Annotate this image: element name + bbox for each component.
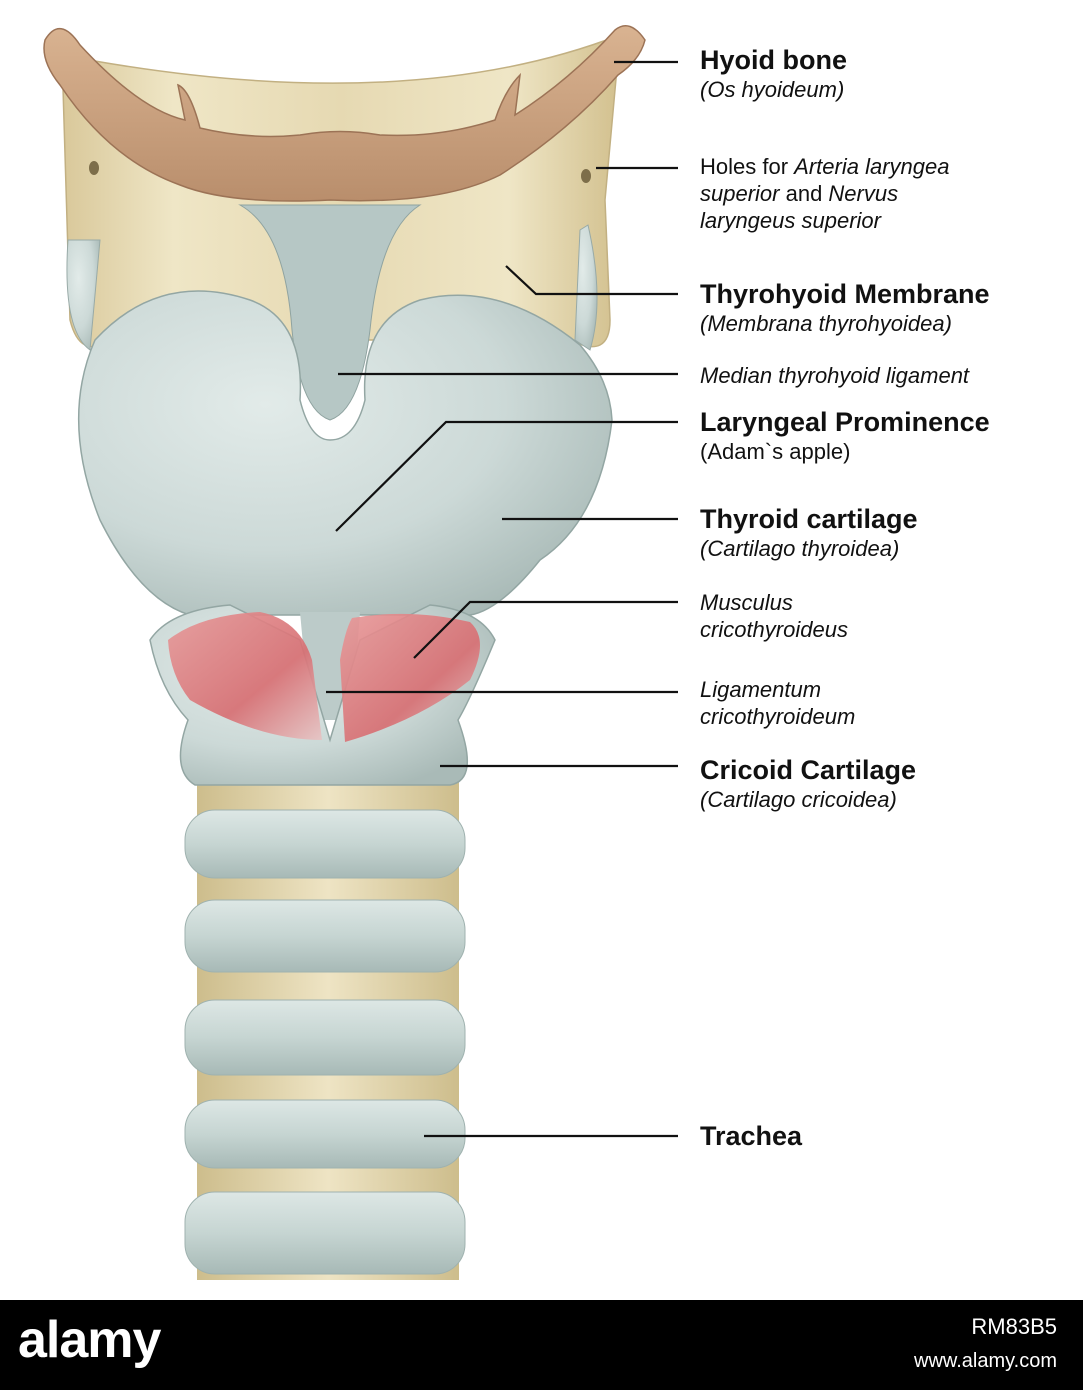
trachea-rings [184,809,466,1275]
holes-and-text: and [779,180,829,206]
label-thyrohyoid-membrane: Thyrohyoid Membrane (Membrana thyrohyoid… [700,278,990,338]
label-laryngeal-prominence: Laryngeal Prominence (Adam`s apple) [700,406,990,466]
label-ligamentum-cricothyroideum: Ligamentum cricothyroideum [700,677,855,731]
leader-line-thyrohyoid-membrane [505,265,678,296]
footer-bar: alamy RM83B5 www.alamy.com [0,1300,1083,1390]
label-cricoid-cartilage: Cricoid Cartilage (Cartilago cricoidea) [700,754,916,814]
ligamentum-line-1: Ligamentum [700,677,822,702]
median-thyrohyoid-ligament [238,204,422,421]
hyoid-subtitle: (Os hyoideum) [700,76,845,102]
trachea-ring [184,899,466,973]
membrane-hole-left [89,161,99,175]
holes-text: Holes for [700,154,795,179]
trachea-ring [184,999,466,1076]
thyroid-cartilage-title: Thyroid cartilage [700,504,918,534]
holes-nervus-text: Nervus [828,180,899,206]
trachea-ring [184,1099,466,1169]
trachea-title: Trachea [700,1121,803,1151]
leader-lines [326,60,678,1138]
larynx-illustration [43,25,678,1280]
membrane-hole-right [581,169,591,183]
superior-horn-left [66,239,101,351]
thyrohyoid-membrane-subtitle: (Membrana thyrohyoidea) [700,310,952,336]
hyoid-bone [43,25,646,202]
cricothyroid-muscle-right [340,613,480,742]
label-musculus-cricothyroideus: Musculus cricothyroideus [700,590,848,644]
holes-line-1: Holes for Arteria laryngea [700,154,949,181]
leader-line-musculus [413,600,678,659]
holes-laryngeus-text: laryngeus superior [700,207,881,233]
label-thyroid-cartilage: Thyroid cartilage (Cartilago thyroidea) [700,503,918,563]
thyroid-cartilage [78,290,613,616]
musculus-line-2: cricothyroideus [700,616,848,642]
holes-superior-text: superior [700,180,780,206]
thyroid-cartilage-subtitle: (Cartilago thyroidea) [700,535,900,561]
label-hyoid-bone: Hyoid bone (Os hyoideum) [700,44,847,104]
leader-line-laryngeal-prominence [335,420,678,532]
holes-artery-text: Arteria laryngea [794,154,950,179]
label-median-thyrohyoid-ligament: Median thyrohyoid ligament [700,363,970,388]
laryngeal-prominence-title: Laryngeal Prominence [700,407,990,437]
footer-image-id: RM83B5 [971,1314,1057,1339]
superior-horn-right [574,224,598,351]
holes-line-3: laryngeus superior [700,208,949,235]
cricothyroid-muscle-left [168,612,322,740]
ligamentum-line-2: cricothyroideum [700,703,856,729]
holes-line-2: superior and Nervus [700,181,949,208]
thyrohyoid-membrane-title: Thyrohyoid Membrane [700,279,990,309]
label-holes: Holes for Arteria laryngea superior and … [700,154,949,234]
footer-logo: alamy [18,1311,161,1369]
footer-url: www.alamy.com [914,1350,1057,1372]
hyoid-title: Hyoid bone [700,45,847,75]
cricoid-subtitle: (Cartilago cricoidea) [700,786,897,812]
musculus-line-1: Musculus [700,590,793,615]
label-trachea: Trachea [700,1120,802,1153]
laryngeal-prominence-subtitle: (Adam`s apple) [700,438,851,464]
cricoid-title: Cricoid Cartilage [700,755,917,785]
trachea-ring [184,809,466,879]
trachea-ring [184,1191,466,1275]
